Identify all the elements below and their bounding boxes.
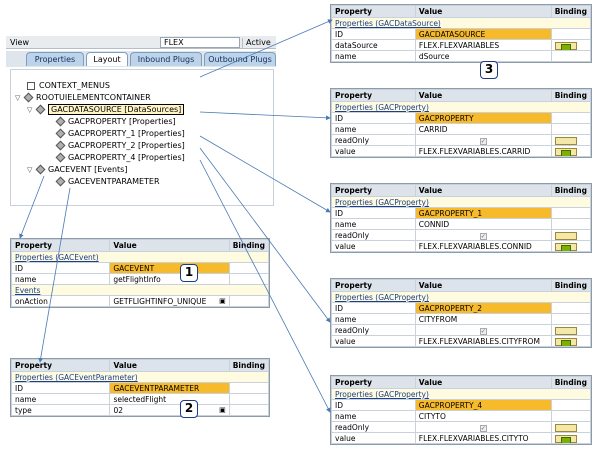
tab-inbound-plugs[interactable]: Inbound Plugs xyxy=(130,52,202,66)
readonly-checkbox[interactable]: ✓ xyxy=(479,232,487,240)
readonly-checkbox[interactable]: ✓ xyxy=(479,424,487,432)
callout-1: 1 xyxy=(180,264,198,282)
tree-node-gacproperty-4[interactable]: GACPROPERTY_4 [Properties] xyxy=(55,152,185,163)
binding-button[interactable] xyxy=(554,147,577,156)
view-editor: View FLEX Active Properties Layout Inbou… xyxy=(6,36,276,206)
arrow-to-gacproperty-4 xyxy=(199,159,331,413)
tree-node-gaceventparameter[interactable]: GACEVENTPARAMETER xyxy=(55,176,160,187)
view-label: View xyxy=(10,38,29,47)
context-menu-icon xyxy=(27,81,35,90)
arrow-to-gacproperty-2 xyxy=(199,147,331,323)
expand-icon[interactable]: ▽ xyxy=(27,106,33,114)
layout-tree: CONTEXT_MENUS ▽ROOTUIELEMENTCONTAINER ▽G… xyxy=(10,69,274,206)
view-name-field[interactable]: FLEX xyxy=(160,37,240,48)
tree-node-root-container[interactable]: ▽ROOTUIELEMENTCONTAINER xyxy=(15,92,151,103)
binding-button[interactable] xyxy=(554,41,577,50)
readonly-checkbox[interactable]: ✓ xyxy=(479,327,487,335)
expand-icon[interactable]: ▽ xyxy=(15,94,21,102)
binding-button[interactable] xyxy=(554,231,577,240)
binding-button[interactable] xyxy=(554,337,577,346)
binding-button[interactable] xyxy=(554,326,577,335)
on-action-value[interactable]: GETFLIGHTINFO_UNIQUE xyxy=(113,296,207,306)
callout-3: 3 xyxy=(480,61,498,79)
type-value[interactable]: 02 xyxy=(113,405,123,415)
view-header-bar: View FLEX Active xyxy=(6,36,276,49)
view-status: Active xyxy=(242,38,276,48)
tree-node-context-menus[interactable]: CONTEXT_MENUS xyxy=(25,80,110,91)
tree-node-gacproperty-2[interactable]: GACPROPERTY_2 [Properties] xyxy=(55,140,185,151)
arrow-to-gacevent xyxy=(19,175,45,239)
value-help-icon[interactable]: ▣ xyxy=(219,296,226,305)
tree-node-gacproperty[interactable]: GACPROPERTY [Properties] xyxy=(55,116,176,127)
tab-properties[interactable]: Properties xyxy=(26,52,84,66)
col-binding: Binding xyxy=(550,5,592,18)
arrow-to-datasource xyxy=(199,19,333,78)
table-row[interactable]: readOnly✓ xyxy=(331,421,592,433)
binding-button[interactable] xyxy=(554,423,577,432)
tab-layout[interactable]: Layout xyxy=(86,52,128,66)
table-row[interactable]: readOnly✓ xyxy=(331,324,592,336)
binding-button[interactable] xyxy=(554,434,577,443)
table-row[interactable]: readOnly✓ xyxy=(331,229,592,241)
tree-node-gacevent[interactable]: ▽GACEVENT [Events] xyxy=(27,164,128,175)
expand-icon[interactable]: ▽ xyxy=(27,166,33,174)
tree-node-gacproperty-1[interactable]: GACPROPERTY_1 [Properties] xyxy=(55,128,185,139)
table-row[interactable]: readOnly✓ xyxy=(331,134,592,146)
callout-2: 2 xyxy=(180,400,198,418)
tree-node-gacdatasource[interactable]: ▽GACDATASOURCE [DataSources] xyxy=(27,104,185,115)
arrow-to-gaceventparameter xyxy=(38,187,71,363)
readonly-checkbox[interactable]: ✓ xyxy=(479,137,487,145)
binding-button[interactable] xyxy=(554,136,577,145)
value-help-icon[interactable]: ▣ xyxy=(219,405,226,414)
binding-button[interactable] xyxy=(554,242,577,251)
arrow-to-gacproperty-1 xyxy=(199,135,331,213)
arrow-to-gacproperty xyxy=(199,111,331,121)
col-value: Value xyxy=(414,5,552,18)
